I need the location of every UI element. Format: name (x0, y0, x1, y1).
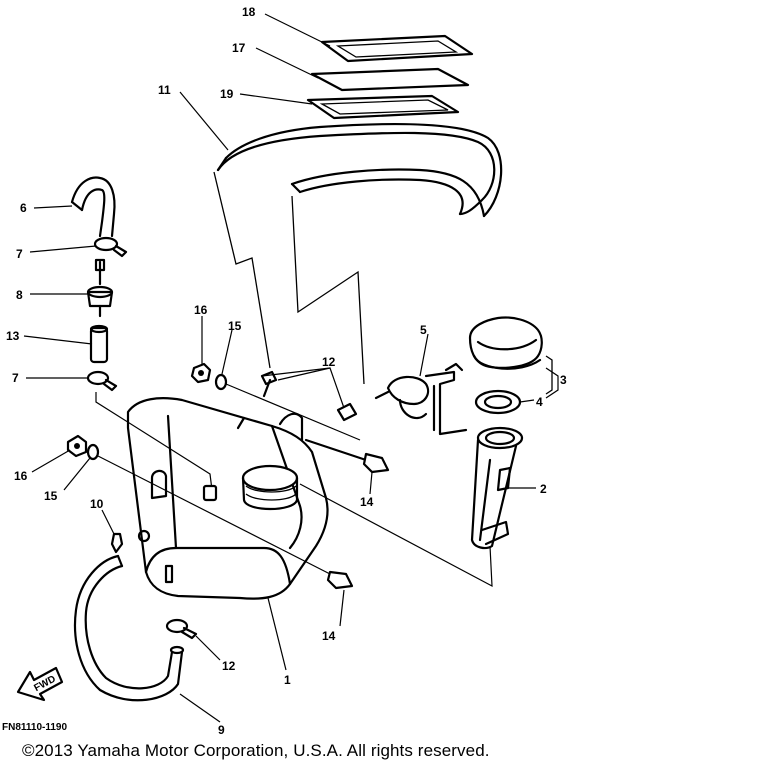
part-8-filter (86, 258, 114, 318)
callout-17: 17 (232, 41, 246, 55)
callout-3: 3 (560, 373, 567, 387)
callout-15-upper: 15 (228, 319, 242, 333)
callout-12-lower: 12 (222, 659, 236, 673)
callout-10: 10 (90, 497, 104, 511)
callout-labels: 18 17 11 19 6 7 8 13 7 16 15 12 5 3 4 16… (6, 5, 567, 735)
part-13-hose-short (89, 324, 109, 364)
part-12-clamp-lower (165, 618, 198, 640)
copyright-notice: ©2013 Yamaha Motor Corporation, U.S.A. A… (22, 741, 490, 760)
part-19-pad (306, 94, 460, 120)
fwd-arrow-icon: FWD (16, 666, 64, 702)
callout-15-lower: 15 (44, 489, 58, 503)
callout-9: 9 (218, 723, 225, 735)
callout-14-lower: 14 (322, 629, 336, 643)
part-14-bolt-lower (326, 570, 354, 590)
callout-12-upper: 12 (322, 355, 336, 369)
part-15-washer-lower (86, 443, 100, 461)
part-bolt-upper (260, 370, 278, 398)
callout-14-upper: 14 (360, 495, 374, 509)
part-10-clip (110, 532, 124, 554)
callout-11: 11 (158, 83, 171, 97)
part-9-hose (73, 554, 185, 702)
callout-7-lower: 7 (12, 371, 19, 385)
part-14-bolt-upper (304, 438, 390, 474)
callout-16-upper: 16 (194, 303, 208, 317)
part-16-nut-upper (190, 362, 212, 384)
leader-lines (23, 13, 559, 723)
parts-diagram: FWD 18 17 11 19 6 7 8 1 (2, 5, 567, 735)
part-7-clamp-upper (93, 236, 128, 258)
part-4-gasket-ring (474, 389, 522, 415)
callout-18: 18 (242, 5, 256, 19)
callout-2: 2 (540, 482, 547, 496)
part-15-washer-upper (214, 373, 228, 391)
part-18-pad (320, 34, 474, 63)
callout-1: 1 (284, 673, 291, 687)
part-11-hose (213, 122, 503, 385)
part-6-elbow-hose (70, 176, 116, 238)
callout-19: 19 (220, 87, 234, 101)
callout-5: 5 (420, 323, 427, 337)
part-17-sheet (310, 67, 470, 92)
part-3-fuel-cap (468, 316, 553, 395)
callout-8: 8 (16, 288, 23, 302)
callout-13: 13 (6, 329, 20, 343)
part-5-bracket (374, 362, 468, 436)
callout-4: 4 (536, 395, 543, 409)
callout-6: 6 (20, 201, 27, 215)
part-7-clamp-lower (86, 370, 118, 392)
figure-code: FN81110-1190 (2, 722, 67, 733)
part-1-fuel-tank (126, 397, 329, 600)
callout-7-upper: 7 (16, 247, 23, 261)
callout-16-lower: 16 (14, 469, 28, 483)
part-16-nut-lower (66, 434, 88, 458)
part-12-clip-upper (336, 402, 358, 422)
